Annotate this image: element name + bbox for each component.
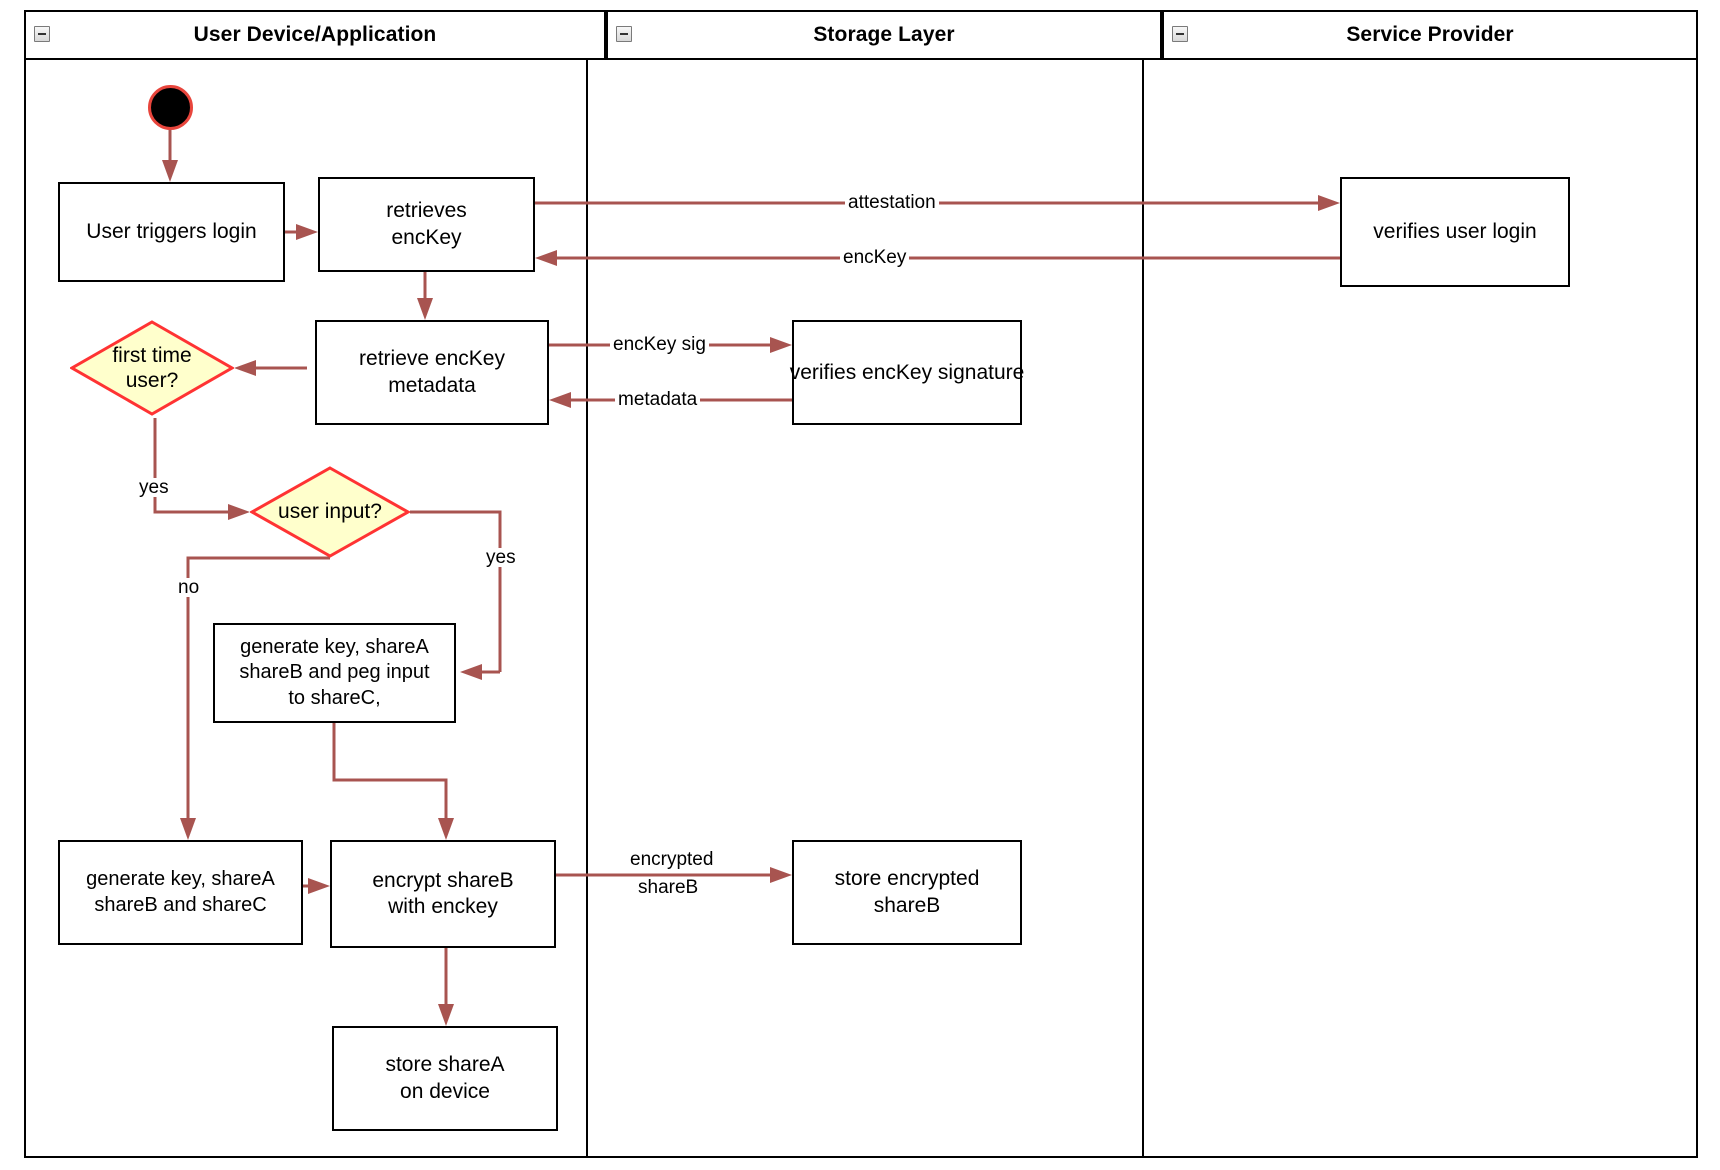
- lane-header-user-device[interactable]: User Device/Application: [24, 10, 606, 60]
- activity-label-line1: store shareA: [385, 1053, 505, 1077]
- activity-retrieves-enckey[interactable]: retrieves encKey: [318, 177, 535, 272]
- lane-header-storage-layer[interactable]: Storage Layer: [606, 10, 1162, 60]
- activity-generate-key-peg-input[interactable]: generate key, shareA shareB and peg inpu…: [213, 623, 456, 723]
- edge-label-encrypted-shareb: shareB: [635, 878, 702, 897]
- activity-label-line1: retrieves: [386, 199, 467, 223]
- activity-verifies-user-login[interactable]: verifies user login: [1340, 177, 1570, 287]
- activity-verifies-enckey-signature[interactable]: verifies encKey signature: [789, 320, 1025, 425]
- activity-label-line2: with enckey: [388, 895, 498, 918]
- activity-label-line2: shareB: [873, 893, 941, 917]
- activity-label-line1: generate key, shareA: [86, 868, 275, 891]
- decision-shape: [250, 466, 410, 558]
- lane-title-storage-layer: Storage Layer: [813, 23, 955, 46]
- activity-label: verifies encKey signature: [789, 360, 1025, 384]
- activity-label-line1: store encrypted: [834, 867, 980, 891]
- activity-encrypt-shareb[interactable]: encrypt shareB with enckey: [330, 840, 556, 948]
- lane-title-user-device: User Device/Application: [193, 23, 437, 46]
- activity-label-line3: to shareC,: [288, 686, 381, 709]
- activity-label-line1: generate key, shareA: [240, 636, 429, 659]
- activity-label-line1: encrypt shareB: [372, 868, 514, 892]
- edge-label-metadata: metadata: [615, 390, 701, 409]
- activity-label-line2: shareB and shareC: [94, 893, 267, 916]
- lane-divider-2: [1142, 60, 1144, 1158]
- edge-label-no-user-input: no: [175, 578, 203, 597]
- edge-label-yes-first-time: yes: [136, 478, 172, 497]
- activity-store-sharea-on-device[interactable]: store shareA on device: [332, 1026, 558, 1131]
- edge-label-attestation: attestation: [845, 193, 939, 212]
- activity-label-line2: encKey: [391, 225, 462, 249]
- edge-label-enckey: encKey: [840, 248, 910, 267]
- activity-label-line2: shareB and peg input: [239, 661, 430, 684]
- edge-label-encrypted: encrypted: [627, 850, 717, 869]
- activity-label-line1: retrieve encKey: [359, 347, 505, 371]
- edge-label-yes-user-input: yes: [483, 548, 519, 567]
- activity-label: User triggers login: [86, 219, 257, 243]
- activity-label-line2: metadata: [388, 373, 476, 397]
- minus-icon-storage-layer[interactable]: [616, 26, 632, 42]
- edge-label-enckey-sig: encKey sig: [610, 335, 709, 354]
- start-node-icon: [148, 85, 193, 130]
- activity-label-line2: on device: [400, 1079, 490, 1103]
- lane-divider-1: [586, 60, 588, 1158]
- activity-label: verifies user login: [1373, 219, 1537, 243]
- minus-icon-service-provider[interactable]: [1172, 26, 1188, 42]
- decision-user-input[interactable]: user input?: [250, 466, 410, 558]
- lane-header-service-provider[interactable]: Service Provider: [1162, 10, 1698, 60]
- activity-retrieve-enckey-metadata[interactable]: retrieve encKey metadata: [315, 320, 549, 425]
- lane-title-service-provider: Service Provider: [1346, 23, 1514, 46]
- activity-store-encrypted-shareb[interactable]: store encrypted shareB: [792, 840, 1022, 945]
- decision-first-time-user[interactable]: first time user?: [70, 320, 234, 416]
- minus-icon-user-device[interactable]: [34, 26, 50, 42]
- decision-shape: [70, 320, 234, 416]
- activity-user-triggers-login[interactable]: User triggers login: [58, 182, 285, 282]
- activity-generate-key-shares[interactable]: generate key, shareA shareB and shareC: [58, 840, 303, 945]
